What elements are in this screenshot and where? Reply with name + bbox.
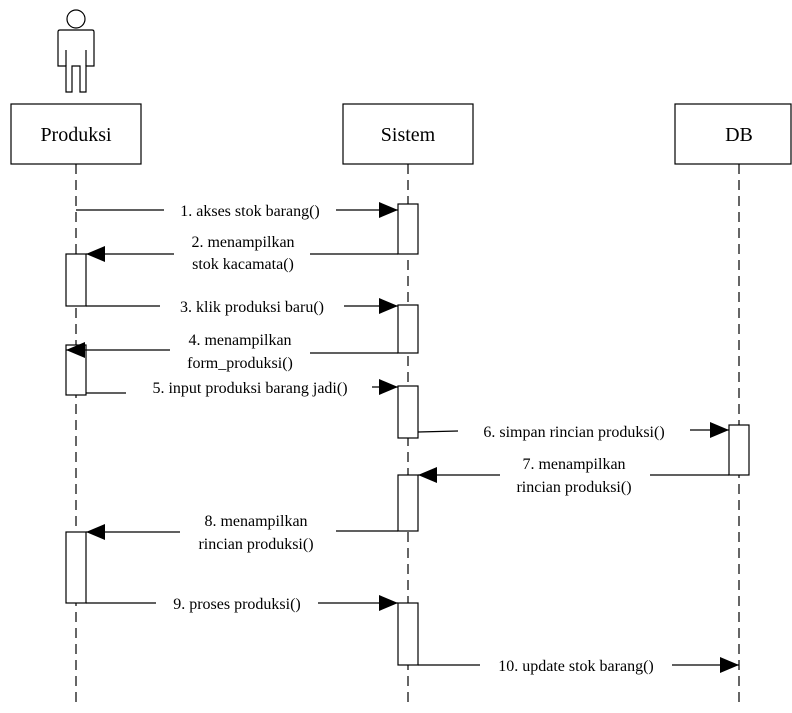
message-label: 2. menampilkan [191, 234, 294, 251]
message-7: 7. menampilkan rincian produksi() [418, 456, 729, 496]
activation-bar [65, 253, 87, 307]
message-label: rincian produksi() [516, 479, 631, 496]
message-label: 9. proses produksi() [173, 596, 301, 613]
label-backing [190, 234, 296, 251]
label-backing [203, 513, 309, 530]
message-label: rincian produksi() [198, 536, 313, 553]
message-label: 3. klik produksi baru() [180, 299, 324, 316]
participant-sistem: Sistem [342, 103, 474, 165]
message-3: 3. klik produksi baru() [86, 298, 398, 316]
label-backing [191, 256, 295, 273]
message-6: 6. simpan rincian produksi() [417, 422, 729, 441]
activation-bar [65, 531, 87, 604]
label-backing [151, 380, 349, 397]
label-backing [172, 596, 302, 613]
activation-bar [397, 203, 419, 255]
message-label: form_produksi() [187, 355, 293, 372]
label-backing [515, 479, 633, 496]
message-label: 7. menampilkan [522, 456, 625, 473]
message-label: 5. input produksi barang jadi() [152, 380, 347, 397]
message-5: 5. input produksi barang jadi() [86, 379, 398, 397]
activation-bar [397, 602, 419, 666]
label-backing [187, 332, 293, 349]
message-4: 4. menampilkan form_produksi() [66, 332, 398, 372]
message-label: 1. akses stok barang() [180, 203, 320, 220]
activation-bar [397, 385, 419, 439]
message-label: 10. update stok barang() [498, 658, 654, 675]
message-8: 8. menampilkan rincian produksi() [86, 513, 398, 553]
participant-sistem-label: Sistem [381, 124, 436, 146]
activation-bar [65, 344, 87, 396]
activation-bar [397, 304, 419, 354]
label-backing [186, 355, 294, 372]
actor-icon [57, 9, 95, 93]
activation-bar [728, 424, 750, 476]
label-backing [179, 299, 325, 316]
label-backing [521, 456, 627, 473]
message-label: 6. simpan rincian produksi() [483, 424, 664, 441]
participant-db-label: DB [725, 124, 753, 146]
message-10: 10. update stok barang() [418, 657, 739, 675]
message-9: 9. proses produksi() [86, 595, 398, 613]
message-2: 2. menampilkan stok kacamata() [86, 234, 398, 273]
message-label: stok kacamata() [192, 256, 294, 273]
message-label: 4. menampilkan [188, 332, 291, 349]
message-label: 8. menampilkan [204, 513, 307, 530]
participant-produksi-label: Produksi [40, 124, 112, 146]
label-backing [197, 536, 315, 553]
label-backing [179, 203, 321, 220]
participant-db: DB [674, 103, 792, 165]
participant-produksi: Produksi [10, 103, 142, 165]
label-backing [497, 658, 655, 675]
label-backing [482, 424, 666, 441]
activation-bar [397, 474, 419, 532]
message-1: 1. akses stok barang() [76, 202, 398, 220]
